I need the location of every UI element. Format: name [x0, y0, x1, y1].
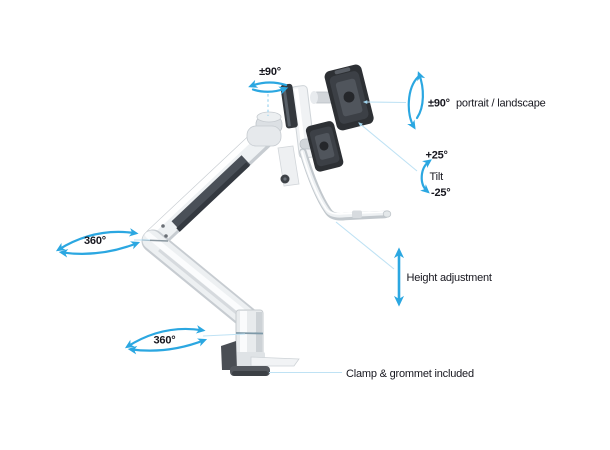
- base-rotation-seam: [235, 332, 264, 335]
- leader-lines: [134, 100, 418, 374]
- annotation-mounting: Clamp & grommet included: [346, 368, 474, 380]
- annotation-tilt: +25° Tilt -25°: [420, 150, 451, 199]
- annotation-portrait-landscape: ±90° portrait / landscape: [407, 71, 546, 130]
- arm-rotation-angle: 360°: [84, 235, 106, 247]
- annotation-height: Height adjustment: [393, 247, 492, 307]
- portrait-landscape-label: portrait / landscape: [456, 98, 546, 110]
- horizontal-rotation-arrow-icon: [248, 79, 289, 116]
- annotation-head-swivel: ±90°: [248, 66, 289, 116]
- portrait-landscape-angle: ±90°: [428, 98, 450, 110]
- head-swivel-angle: ±90°: [259, 66, 281, 78]
- thumbscrew-knob: [280, 174, 290, 184]
- leader-tilt: [358, 122, 418, 172]
- rotation-arrow-icon: [124, 325, 208, 355]
- tilt-down-angle: -25°: [431, 187, 451, 199]
- monitor-arm-illustration: [141, 64, 392, 376]
- swivel-joint: [246, 111, 283, 147]
- base-rotation-angle: 360°: [154, 335, 176, 347]
- arm-dark-insert: [171, 155, 251, 231]
- tilt-up-angle: +25°: [426, 150, 448, 162]
- vesa-plate-small: [305, 121, 344, 172]
- mounting-label: Clamp & grommet included: [346, 368, 474, 380]
- tilt-label: Tilt: [430, 171, 444, 183]
- gas-spring-upper-arm: [143, 121, 280, 251]
- crossbar-handle: [299, 148, 392, 221]
- leader-base-rotation: [202, 333, 246, 337]
- rotation-arrow-icon: [55, 228, 141, 258]
- leader-height: [335, 221, 395, 270]
- leader-portrait-landscape: [362, 100, 407, 104]
- desk-clamp: [221, 341, 300, 376]
- vesa-plate-edge: [280, 83, 298, 129]
- vertical-rotation-arrow-icon: [407, 71, 426, 130]
- lower-arm: [141, 229, 259, 330]
- vesa-plate-large: [324, 64, 374, 131]
- height-label: Height adjustment: [407, 272, 492, 284]
- annotation-arm-rotation: 360°: [55, 228, 141, 258]
- tilt-arc-icon: [420, 159, 432, 194]
- annotation-base-rotation: 360°: [124, 325, 208, 355]
